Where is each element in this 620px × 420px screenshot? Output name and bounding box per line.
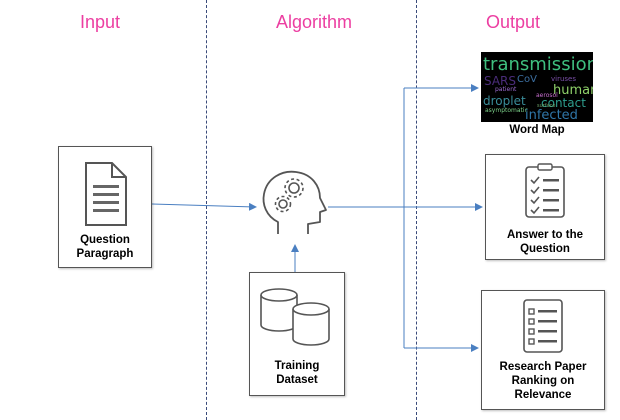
training-dataset-box: Training Dataset xyxy=(249,272,345,396)
arrow-input-to-algorithm xyxy=(151,202,257,211)
ranking-label: Research Paper Ranking on Relevance xyxy=(499,361,587,401)
word-cloud-word: asymptomatic xyxy=(485,107,528,114)
output-column-title: Output xyxy=(486,12,541,32)
question-paragraph-box: Question Paragraph xyxy=(58,146,152,268)
word-cloud-word: patient xyxy=(495,86,517,93)
algorithm-column-title: Algorithm xyxy=(276,12,353,32)
column-divider-right xyxy=(416,0,417,420)
word-cloud-word: infected xyxy=(525,108,578,122)
word-cloud-word: droplet xyxy=(483,94,526,108)
word-map-image: transmission SARS CoV viruses human pati… xyxy=(481,52,593,122)
word-cloud-word: contact xyxy=(541,96,586,110)
answer-label: Answer to the Question xyxy=(506,229,584,255)
checklist-icon xyxy=(525,163,565,218)
word-cloud-word: transmission xyxy=(483,54,593,75)
word-cloud-word: CoV xyxy=(517,74,537,85)
ranking-box: Research Paper Ranking on Relevance xyxy=(481,290,605,410)
word-cloud-word: aerosol xyxy=(536,92,558,99)
word-cloud-word: surface xyxy=(537,103,556,109)
word-cloud-word: SARS xyxy=(484,74,517,88)
training-dataset-label: Training Dataset xyxy=(274,360,320,386)
brain-gears-head-icon xyxy=(262,170,327,234)
question-paragraph-label: Question Paragraph xyxy=(76,234,134,260)
database-icon xyxy=(260,288,330,346)
input-column-title: Input xyxy=(80,12,121,32)
word-map-label: Word Map xyxy=(509,124,565,136)
column-divider-left xyxy=(206,0,207,420)
document-icon xyxy=(85,162,127,226)
ranked-list-icon xyxy=(523,299,563,353)
word-cloud-word: human xyxy=(553,83,593,98)
answer-box: Answer to the Question xyxy=(485,154,605,260)
word-cloud-word: viruses xyxy=(551,75,577,83)
